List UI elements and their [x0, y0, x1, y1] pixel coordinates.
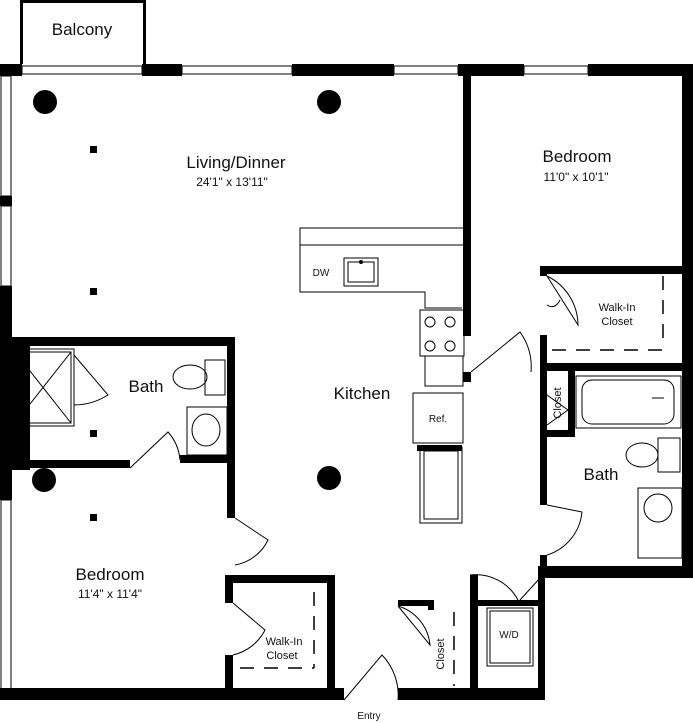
washer-dryer-label: W/D — [499, 630, 518, 641]
walkin-closet2-label-line2: Closet — [266, 650, 297, 662]
doors — [129, 275, 583, 701]
bedroom1-label: Bedroom — [543, 147, 612, 166]
bath2-fixtures — [575, 375, 683, 559]
dishwasher-label: DW — [313, 268, 330, 279]
closet1-label: Closet — [552, 387, 564, 418]
bedroom2-dimensions: 11'4" x 11'4" — [78, 587, 142, 601]
living-dinner-dimensions: 24'1" x 13'11" — [196, 175, 268, 189]
walkin-closet1-label-line1: Walk-In — [599, 302, 636, 314]
balcony — [20, 0, 146, 64]
balcony-label: Balcony — [52, 20, 113, 39]
living-dinner-label: Living/Dinner — [186, 153, 286, 172]
refrigerator-label: Ref. — [429, 414, 447, 425]
walkin-closet1-label-line2: Closet — [601, 316, 632, 328]
closet2-label: Closet — [435, 638, 447, 669]
bath1-fixtures — [11, 348, 228, 456]
bath1-label: Bath — [129, 377, 164, 396]
structural-columns — [32, 90, 341, 521]
washer-dryer — [486, 607, 534, 667]
closet-rods — [240, 276, 664, 686]
kitchen-label: Kitchen — [334, 384, 391, 403]
walkin-closet2-label-line1: Walk-In — [266, 636, 303, 648]
bedroom1-dimensions: 11'0" x 10'1" — [544, 170, 609, 184]
bath2-label: Bath — [584, 465, 619, 484]
kitchen-fixtures — [299, 227, 466, 524]
bedroom2-label: Bedroom — [76, 565, 145, 584]
entry-label: Entry — [357, 711, 380, 722]
exterior-walls — [0, 64, 693, 700]
